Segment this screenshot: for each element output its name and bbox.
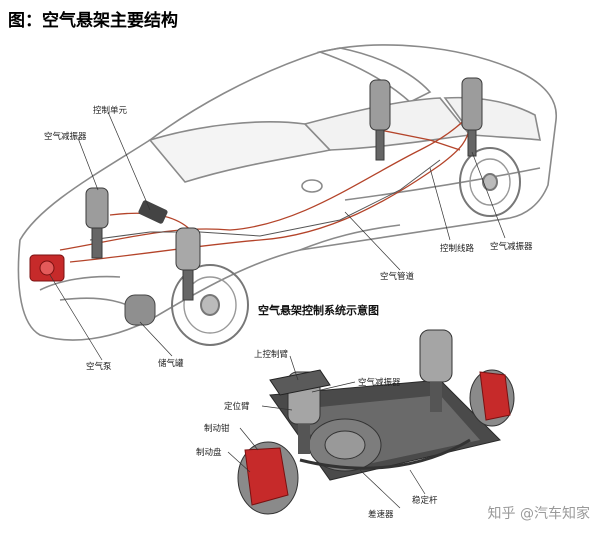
figure-title: 图：空气悬架主要结构	[8, 11, 178, 31]
label-air-pipe: 空气管道	[380, 272, 415, 282]
watermark: 知乎 @汽车知家	[487, 506, 590, 522]
front-air-shock	[85, 187, 201, 301]
label-rear-air-shock: 空气减振器	[490, 242, 533, 252]
leader-lines-top	[49, 111, 506, 361]
label-front-air-shock: 空气减振器	[44, 132, 87, 142]
label-brake-disc: 制动盘	[196, 448, 222, 458]
label-brake-caliper: 制动钳	[204, 424, 230, 434]
air-tank-component	[124, 294, 156, 326]
control-unit-component	[138, 200, 168, 224]
label-module-air-shock: 空气减振器	[358, 378, 401, 388]
subdiagram-title: 空气悬架控制系统示意图	[258, 304, 379, 317]
control-lines	[89, 159, 441, 241]
front-wheel	[171, 264, 249, 346]
air-pump-component	[29, 254, 65, 282]
label-stabilizer-bar: 稳定杆	[412, 496, 438, 506]
label-air-tank: 储气罐	[158, 359, 184, 369]
suspension-module	[237, 329, 515, 515]
label-differential: 差速器	[368, 510, 394, 520]
label-air-pump: 空气泵	[86, 362, 112, 372]
label-control-unit: 控制单元	[93, 106, 128, 116]
rear-air-shock	[369, 77, 483, 161]
rear-wheel	[459, 147, 521, 217]
label-control-line: 控制线路	[440, 244, 475, 254]
label-positioning-arm: 定位臂	[224, 402, 250, 412]
label-upper-arm: 上控制臂	[254, 350, 289, 360]
leader-lines-bottom	[227, 355, 426, 509]
